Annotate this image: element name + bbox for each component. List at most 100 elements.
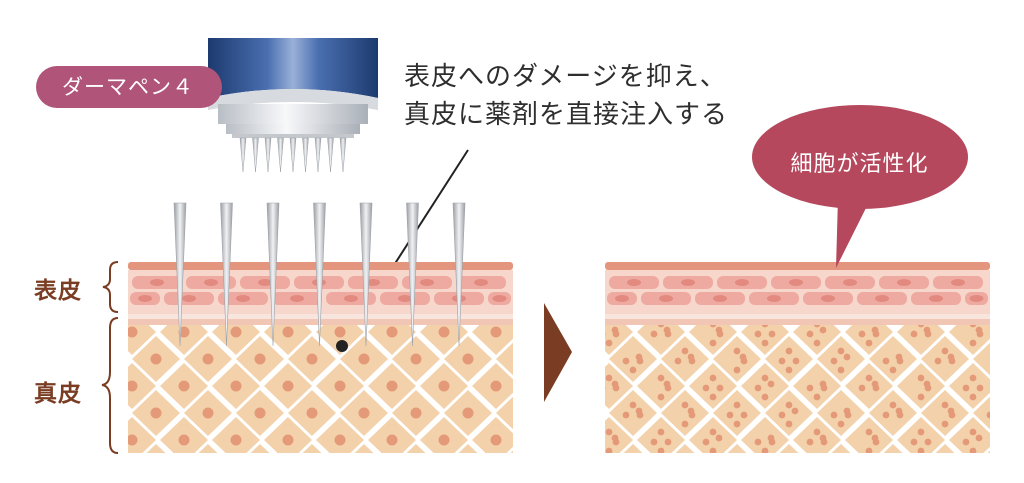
dermis-nucleus (785, 366, 793, 374)
dermis-nucleus (975, 434, 983, 442)
dermis-nucleus (715, 326, 723, 334)
dermis-nucleus (254, 407, 266, 419)
dermis-cell (623, 444, 643, 453)
dermis-nucleus (865, 428, 873, 436)
dermis-nucleus (547, 439, 554, 446)
dermis-nucleus (779, 466, 786, 473)
dermis-nucleus (657, 393, 665, 401)
dermis-nucleus (128, 434, 138, 446)
dermis-cell (869, 336, 917, 382)
dermis-nucleus (733, 366, 741, 374)
dermis-nucleus (515, 408, 526, 419)
dermis-nucleus (255, 462, 266, 473)
dermis-cell (987, 450, 990, 453)
dermis-cell (793, 363, 841, 409)
dermis-nucleus (358, 353, 370, 365)
dermis-nucleus (230, 434, 242, 446)
dermis-nucleus (761, 447, 769, 453)
dermis-nucleus (837, 366, 845, 374)
dermis-nucleus (611, 434, 619, 442)
dermis-nucleus (657, 325, 665, 328)
dermis-nucleus (942, 456, 949, 463)
dermis-nucleus (554, 429, 561, 436)
transition-arrow (544, 303, 572, 402)
dermis-nucleus (895, 353, 903, 361)
dermis-nucleus (768, 330, 776, 338)
dermis-nucleus (687, 407, 695, 415)
dermis-nucleus (1001, 412, 1008, 419)
dermis-nucleus (178, 326, 190, 338)
dermis-nucleus (657, 447, 665, 453)
dermis-nucleus (306, 407, 318, 419)
epidermis-nucleus (258, 279, 272, 286)
micro-needle (359, 202, 373, 347)
dermis-nucleus (813, 393, 821, 401)
dermis-nucleus (99, 408, 110, 419)
dermis-nucleus (947, 407, 955, 415)
caption: 表皮へのダメージを抑え、 真皮に薬剤を直接注入する (404, 58, 728, 134)
dermis-cell (845, 363, 893, 409)
dermis-nucleus (584, 462, 591, 469)
dermis-nucleus (682, 456, 689, 463)
dermis-nucleus (709, 325, 717, 328)
dermis-nucleus (819, 434, 827, 442)
dermis-nucleus (635, 407, 643, 415)
dermis-nucleus (949, 466, 956, 473)
pen-cap (218, 104, 368, 124)
dermis-nucleus (282, 434, 294, 446)
dermis-nucleus (605, 339, 613, 347)
dermis-nucleus (605, 447, 613, 453)
dermis-nucleus (962, 384, 970, 392)
dermis-nucleus (987, 466, 994, 473)
dermis-nucleus (657, 374, 665, 382)
dermis-nucleus (578, 456, 585, 463)
dermis-nucleus (203, 462, 214, 473)
dermis-nucleus (650, 330, 658, 338)
epidermis-nucleus (843, 279, 857, 286)
dermis-nucleus (994, 348, 1001, 355)
dermis-nucleus (754, 330, 762, 338)
dermis-nucleus (605, 386, 606, 390)
micro-needle (220, 202, 233, 347)
dermis-nucleus (767, 380, 775, 388)
dermis-nucleus (674, 357, 682, 365)
pen-tip (314, 137, 322, 173)
dermis-nucleus (1015, 331, 1022, 338)
dermis-nucleus (754, 438, 762, 446)
dermis-nucleus (438, 380, 450, 392)
dermis-cell (609, 390, 657, 436)
dermis-nucleus (969, 447, 977, 453)
dermis-nucleus (813, 325, 821, 328)
dermis-nucleus (657, 428, 665, 436)
dermis-cell (80, 336, 128, 382)
dermis-nucleus (994, 475, 1001, 482)
dermis-nucleus (561, 385, 568, 392)
epidermis-nucleus (474, 279, 488, 286)
dermis-nucleus (733, 420, 741, 428)
dermis-nucleus (975, 326, 983, 334)
epidermis-nucleus (204, 279, 218, 286)
dermis-cell (496, 342, 513, 376)
dermis-nucleus (386, 380, 398, 392)
dermis-cell (897, 363, 945, 409)
dermis-nucleus (702, 438, 710, 446)
dermis-cell (713, 336, 761, 382)
dermis-cell (472, 417, 513, 453)
dermis-nucleus (917, 393, 925, 401)
dermapen-device (208, 38, 378, 173)
dermis-nucleus (865, 339, 873, 347)
dermis-nucleus (202, 407, 214, 419)
dermis-nucleus (358, 407, 370, 419)
dermis-nucleus (636, 462, 643, 469)
dermis-nucleus (515, 354, 526, 365)
dermis-nucleus (941, 420, 949, 428)
dermis-nucleus (934, 357, 942, 365)
epidermis-nucleus (875, 295, 889, 302)
dermis-cell (1001, 417, 1024, 463)
dermis-nucleus (230, 380, 242, 392)
skin-before (80, 202, 526, 473)
dermis-nucleus (994, 456, 1001, 463)
epidermis-nucleus (713, 295, 727, 302)
dermis-cell (949, 417, 990, 453)
dermis-nucleus (1000, 354, 1007, 361)
